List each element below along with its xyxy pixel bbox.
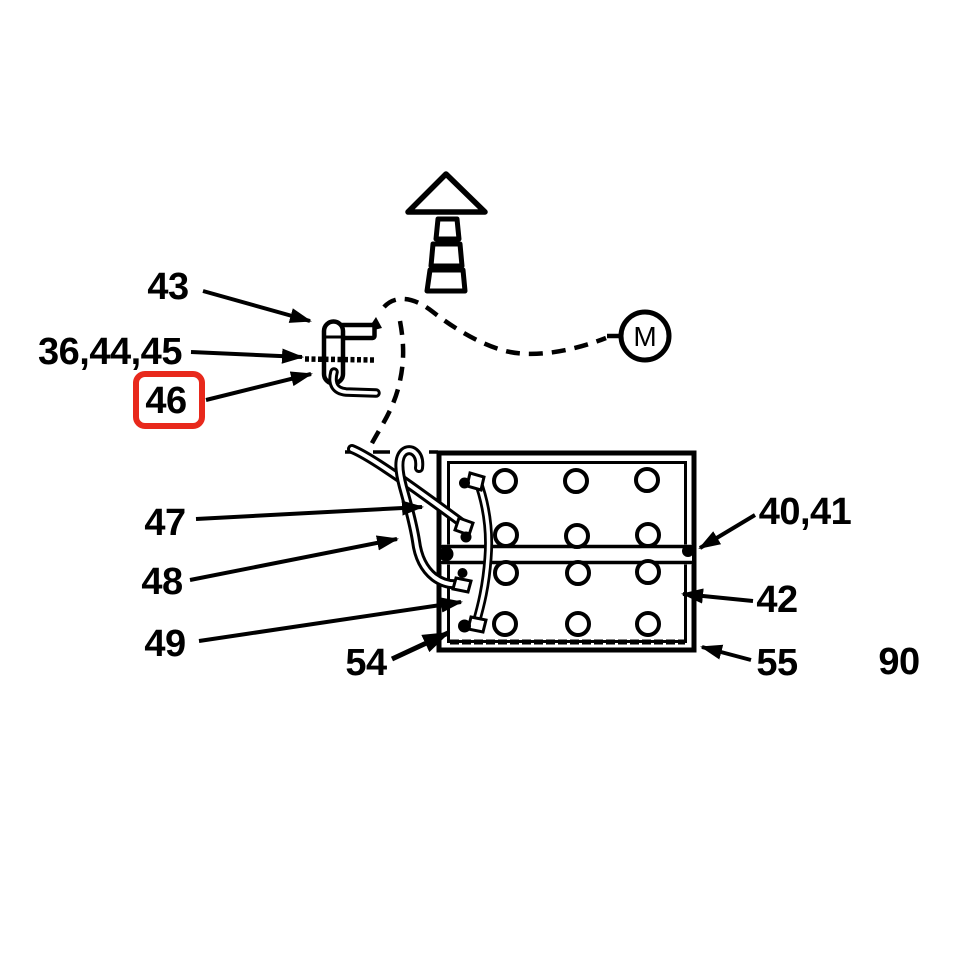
panel-hole [634,467,660,493]
valve-foot-tube-inner [331,370,378,395]
nozzle-cone [405,171,488,215]
callout-arrows [189,289,757,662]
motor-circle [618,309,672,363]
panel-holes [492,467,661,637]
fitting-dot [458,619,471,633]
arrow-55 [700,644,752,662]
panel-hole [635,559,661,585]
arrow-43 [202,289,312,323]
panel-hole [564,523,590,549]
callout-43[interactable]: 43 [147,266,189,308]
spray-nozzle-icon [405,171,488,294]
panel-hole [493,560,519,586]
highlight-box-46 [133,371,205,429]
panel-hole [492,611,518,637]
hose-routing [345,296,620,454]
fitting-dot [459,477,470,489]
panel-hole [565,560,591,586]
fitting-dot [457,568,468,578]
arrow-48 [189,535,399,582]
arrow-40-41 [698,513,757,550]
hose-path-to-panel [367,320,406,449]
callout-47[interactable]: 47 [144,502,186,544]
valve-outlet-arm [338,322,377,341]
panel-cross-band [441,544,692,565]
callout-labels: 43 36,44,45 46 47 48 49 54 40,41 42 55 9… [38,266,920,684]
callout-48[interactable]: 48 [141,561,183,603]
panel-hole [635,611,661,637]
arrow-47 [195,500,424,521]
motor-icon: M [618,309,672,363]
callout-40-41[interactable]: 40,41 [759,491,852,533]
hose-path-to-motor [382,296,607,357]
panel-hole [635,522,661,548]
nozzle-segment-2 [428,241,465,269]
callout-54[interactable]: 54 [345,642,387,684]
panel-hole [565,611,591,637]
callout-46[interactable]: 46 [145,380,187,422]
arrow-54 [390,630,451,662]
panel-hole [563,468,589,494]
tube-fittings [451,471,488,634]
valve-assembly [304,319,381,398]
band-right-fastener [682,545,694,557]
panel-hole [492,468,518,494]
valve-gasket-line [304,356,375,363]
arrow-42 [681,588,754,604]
fitting-dot [460,531,472,543]
callout-55[interactable]: 55 [756,642,798,684]
callout-36-44-45[interactable]: 36,44,45 [38,331,183,373]
nozzle-segment-1 [433,216,462,242]
callout-42[interactable]: 42 [756,579,798,621]
arrow-49 [198,597,463,643]
nozzle-segment-3 [424,267,468,294]
tube-49-inner [474,477,491,625]
arrow-36-44-45 [190,348,304,364]
panel-hole [493,522,519,548]
arrow-46 [205,371,313,402]
callout-49[interactable]: 49 [144,623,186,665]
band-left-fastener [438,546,454,562]
fitting-lower-mid [451,576,473,594]
motor-letter: M [633,321,656,352]
callout-90[interactable]: 90 [878,641,920,683]
